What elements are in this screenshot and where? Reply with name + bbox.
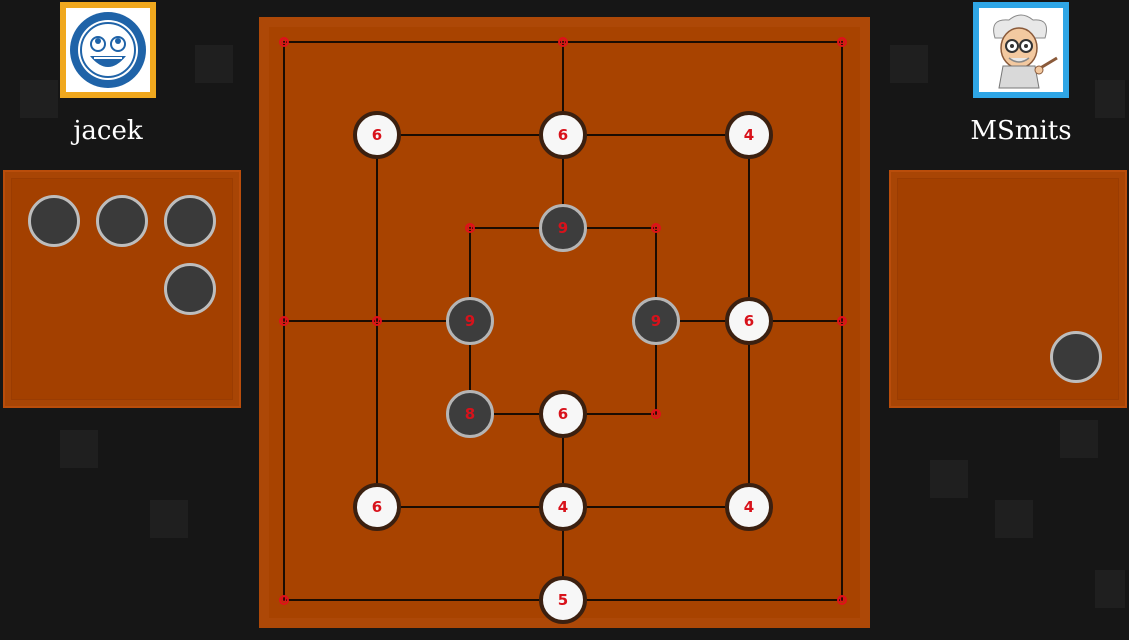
reserve-tray-left	[3, 170, 241, 408]
empty-point-g7[interactable]: 0	[837, 595, 847, 605]
empty-point-d1[interactable]: 0	[558, 37, 568, 47]
white-piece-b2[interactable]: 6	[353, 111, 401, 159]
background-tile	[890, 45, 928, 83]
white-piece-f6[interactable]: 4	[725, 483, 773, 531]
empty-point-g1[interactable]: 0	[837, 37, 847, 47]
empty-point-e5[interactable]: 0	[651, 409, 661, 419]
reserve-piece-black[interactable]	[164, 195, 216, 247]
white-piece-f4[interactable]: 6	[725, 297, 773, 345]
empty-point-a7[interactable]: 0	[279, 595, 289, 605]
background-tile	[1095, 80, 1125, 118]
black-piece-c5[interactable]: 8	[446, 390, 494, 438]
reserve-tray-right	[889, 170, 1127, 408]
empty-point-a1[interactable]: 0	[279, 37, 289, 47]
white-piece-d2[interactable]: 6	[539, 111, 587, 159]
black-piece-d3[interactable]: 9	[539, 204, 587, 252]
white-piece-d6[interactable]: 4	[539, 483, 587, 531]
background-tile	[995, 500, 1033, 538]
background-tile	[150, 500, 188, 538]
empty-point-g4[interactable]: 0	[837, 316, 847, 326]
reserve-piece-black[interactable]	[164, 263, 216, 315]
background-tile	[20, 80, 58, 118]
white-piece-d5[interactable]: 6	[539, 390, 587, 438]
white-piece-d7[interactable]: 5	[539, 576, 587, 624]
reserve-piece-black[interactable]	[1050, 331, 1102, 383]
player-avatar-right[interactable]	[973, 2, 1069, 98]
background-tile	[195, 45, 233, 83]
black-piece-e4[interactable]: 9	[632, 297, 680, 345]
white-piece-b6[interactable]: 6	[353, 483, 401, 531]
professor-cartoon-icon	[979, 8, 1063, 92]
empty-point-e3[interactable]: 0	[651, 223, 661, 233]
empty-point-a4[interactable]: 0	[279, 316, 289, 326]
empty-point-b4[interactable]: 0	[372, 316, 382, 326]
reserve-piece-black[interactable]	[96, 195, 148, 247]
background-tile	[930, 460, 968, 498]
reserve-piece-black[interactable]	[28, 195, 80, 247]
player-avatar-left[interactable]	[60, 2, 156, 98]
empty-point-c3[interactable]: 0	[465, 223, 475, 233]
black-piece-c4[interactable]: 9	[446, 297, 494, 345]
background-tile	[1095, 570, 1125, 608]
board-lines	[283, 41, 843, 601]
white-piece-f2[interactable]: 4	[725, 111, 773, 159]
player-name-left: jacek	[73, 116, 143, 146]
player-name-right: MSmits	[970, 116, 1072, 146]
background-tile	[1060, 420, 1098, 458]
awesome-smiley-icon	[70, 12, 146, 88]
background-tile	[60, 430, 98, 468]
